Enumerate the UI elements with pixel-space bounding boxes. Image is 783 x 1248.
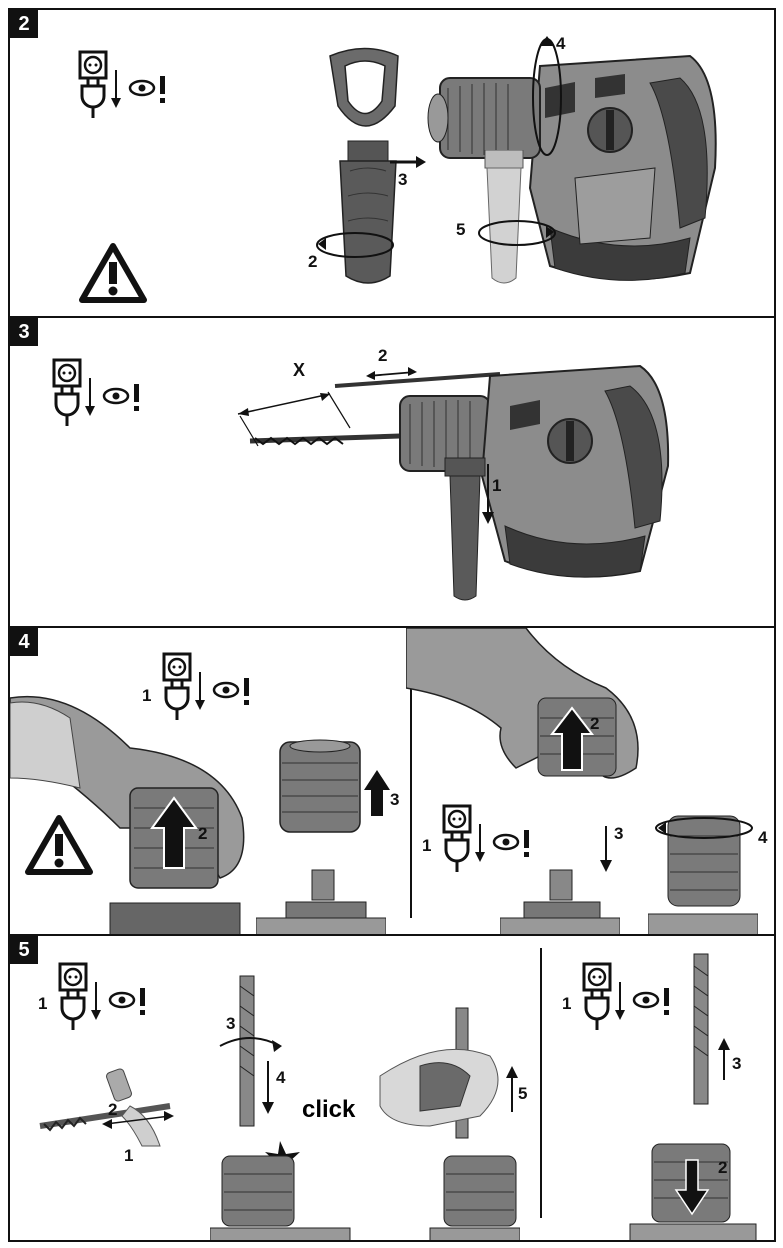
warning-icon — [79, 243, 147, 303]
callout-3: 3 — [732, 1054, 742, 1073]
callout-2: 2 — [108, 1100, 118, 1119]
callout-3: 3 — [390, 790, 400, 809]
callout-4: 4 — [758, 828, 768, 847]
unplug-eye-icon — [582, 962, 669, 1030]
callout-3: 3 — [614, 824, 624, 843]
unplug-eye-icon — [442, 804, 529, 872]
panel-step-4: 4 1 2 3 — [8, 626, 776, 936]
step-number-badge: 5 — [10, 936, 38, 964]
unplug-eye-icon — [58, 962, 145, 1030]
bit-removal-illustration — [629, 953, 757, 1240]
step-number-badge: 3 — [10, 318, 38, 346]
callout-5: 5 — [456, 220, 466, 239]
rotate-arrow-icon — [532, 36, 562, 156]
spindle-without-chuck — [256, 869, 386, 934]
callout-x-dimension: X — [293, 360, 306, 380]
callout-2: 2 — [198, 824, 208, 843]
rotate-arrow-icon — [316, 232, 394, 258]
callout-2: 2 — [378, 346, 388, 365]
callout-4: 4 — [556, 34, 566, 53]
callout-1: 1 — [562, 994, 572, 1013]
callout-4: 4 — [276, 1068, 286, 1087]
removed-chuck — [279, 739, 361, 833]
drill-bit-insertion — [210, 975, 351, 1240]
section-divider — [540, 948, 542, 1218]
callout-3: 3 — [226, 1014, 236, 1033]
unplug-eye-icon — [78, 50, 165, 118]
mounted-side-handle — [484, 150, 524, 284]
straight-arrow-icon — [390, 156, 426, 168]
gloved-hand-holding-chuck — [406, 628, 639, 779]
callout-1: 1 — [124, 1146, 134, 1165]
hammer-drill-with-depth-gauge — [237, 364, 670, 601]
callout-1: 1 — [38, 994, 48, 1013]
section-divider — [410, 648, 412, 918]
callout-2: 2 — [590, 714, 600, 733]
click-label: click — [302, 1096, 356, 1123]
straight-arrow-icon — [506, 1066, 518, 1112]
spindle-without-chuck — [500, 869, 620, 934]
callout-1: 1 — [492, 476, 502, 495]
callout-5: 5 — [518, 1084, 528, 1103]
panel-step-5: 5 1 2 1 3 4 click — [8, 934, 776, 1242]
unplug-eye-icon — [162, 652, 249, 720]
panel-step-2: 2 — [8, 8, 776, 318]
hammer-drill-illustration — [427, 54, 717, 281]
callout-1: 1 — [422, 836, 432, 855]
chuck-mounted-rotating — [648, 815, 758, 934]
gloved-hand-pull-check — [379, 1007, 520, 1240]
callout-2: 2 — [308, 252, 318, 271]
callout-3: 3 — [398, 170, 408, 189]
panel-step-3: 3 — [8, 316, 776, 628]
step-number-badge: 2 — [10, 10, 38, 38]
unplug-eye-icon — [52, 358, 139, 426]
gloved-hand-removing-chuck — [10, 695, 245, 934]
callout-1: 1 — [142, 686, 152, 705]
straight-arrow-icon — [600, 826, 612, 872]
bit-cleaning-illustration — [39, 1068, 174, 1147]
rotate-arrow-icon — [478, 220, 556, 246]
callout-2: 2 — [718, 1158, 728, 1177]
step-number-badge: 4 — [10, 628, 38, 656]
straight-arrow-icon — [364, 770, 390, 816]
warning-icon — [25, 815, 93, 875]
